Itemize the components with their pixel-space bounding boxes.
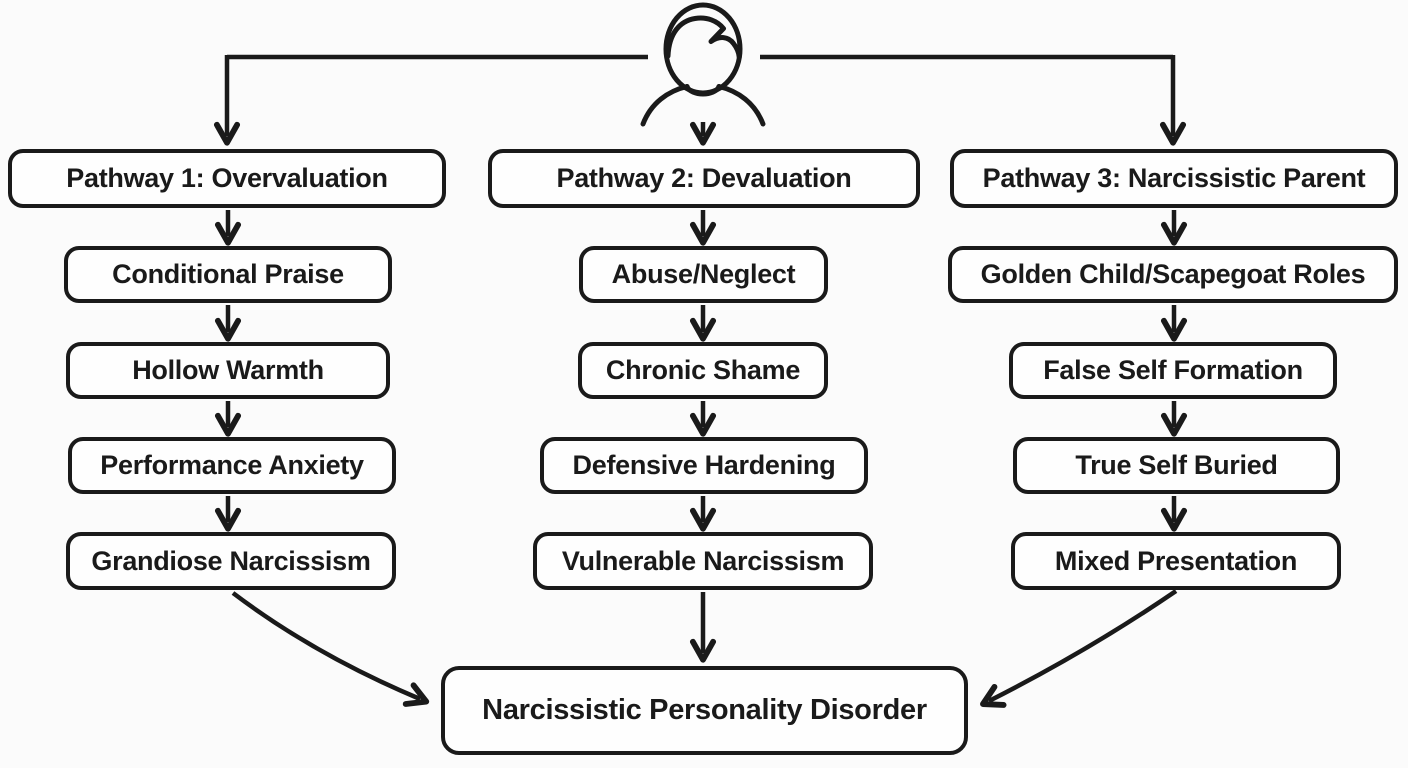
pathway3-header-box: Pathway 3: Narcissistic Parent [950, 149, 1398, 208]
step-abuse-neglect: Abuse/Neglect [579, 246, 828, 303]
step-label: Golden Child/Scapegoat Roles [980, 259, 1366, 289]
person-shoulder-left [640, 84, 690, 127]
step-grandiose-narcissism: Grandiose Narcissism [66, 532, 396, 590]
step-label: Vulnerable Narcissism [561, 545, 845, 576]
step-false-self-formation: False Self Formation [1009, 342, 1337, 399]
step-defensive-hardening: Defensive Hardening [540, 437, 868, 494]
step-label: Performance Anxiety [100, 450, 364, 480]
outcome-box: Narcissistic Personality Disorder [441, 666, 968, 755]
person-shoulder-right [716, 84, 766, 127]
step-conditional-praise: Conditional Praise [64, 246, 392, 303]
step-label: Defensive Hardening [572, 450, 836, 480]
pathway2-header-box: Pathway 2: Devaluation [488, 149, 920, 208]
pathway1-header-box: Pathway 1: Overvaluation [8, 149, 446, 208]
pathway3-header-label: Pathway 3: Narcissistic Parent [982, 163, 1366, 193]
step-true-self-buried: True Self Buried [1013, 437, 1340, 494]
step-vulnerable-narcissism: Vulnerable Narcissism [533, 532, 873, 590]
person-head [663, 2, 743, 96]
step-label: Abuse/Neglect [611, 259, 796, 289]
step-golden-child-scapegoat-roles: Golden Child/Scapegoat Roles [948, 246, 1398, 303]
arrow-grandiose-to-outcome [231, 591, 430, 707]
step-label: Mixed Presentation [1054, 545, 1298, 576]
step-label: True Self Buried [1075, 450, 1278, 480]
arrow-mixed-to-outcome [980, 589, 1178, 708]
step-performance-anxiety: Performance Anxiety [68, 437, 396, 494]
step-label: Conditional Praise [112, 259, 344, 289]
person-collar [684, 84, 722, 97]
pathway1-header-label: Pathway 1: Overvaluation [66, 163, 388, 193]
step-label: Grandiose Narcissism [91, 545, 371, 576]
step-label: False Self Formation [1043, 355, 1303, 385]
step-label: Hollow Warmth [132, 355, 324, 385]
pathway2-header-label: Pathway 2: Devaluation [556, 163, 852, 193]
step-chronic-shame: Chronic Shame [578, 342, 828, 399]
person-hair [665, 15, 742, 60]
child-person-icon [640, 2, 766, 127]
step-label: Chronic Shame [605, 355, 801, 385]
step-hollow-warmth: Hollow Warmth [66, 342, 390, 399]
outcome-label: Narcissistic Personality Disorder [482, 694, 927, 726]
step-mixed-presentation: Mixed Presentation [1011, 532, 1341, 590]
